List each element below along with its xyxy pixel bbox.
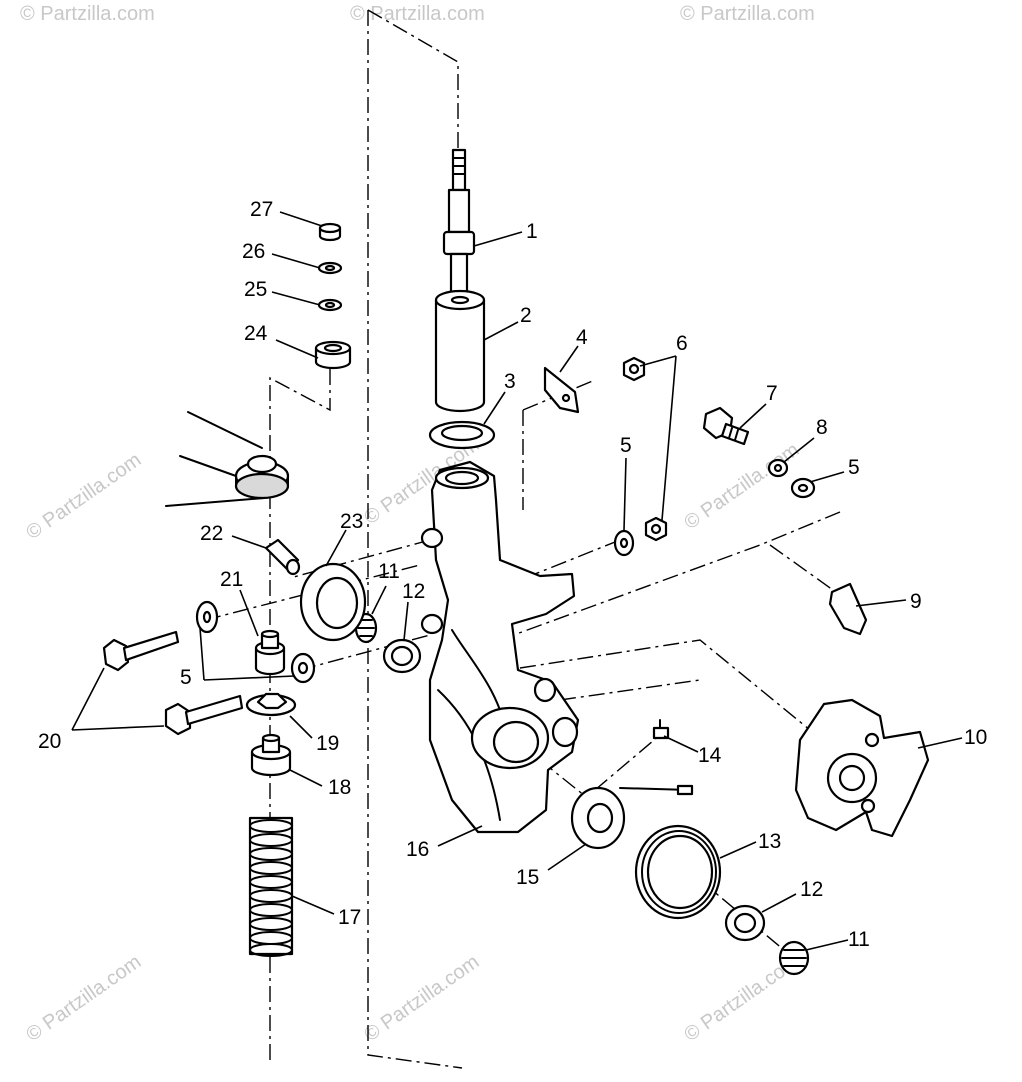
part-11-bearing-lower xyxy=(778,940,810,976)
part-12-race-upper xyxy=(382,638,422,674)
part-4-bracket xyxy=(543,366,580,414)
part-25-washer xyxy=(317,298,343,312)
part-13-ring xyxy=(634,824,722,920)
watermark: © Partzilla.com xyxy=(680,439,803,534)
callout-25: 25 xyxy=(244,278,267,301)
part-5-washer xyxy=(195,600,219,634)
callout-12: 12 xyxy=(402,580,425,603)
part-26-washer xyxy=(317,261,343,275)
part-20-bolt-upper xyxy=(102,630,180,672)
part-14-sensor xyxy=(619,719,694,796)
mount-boss xyxy=(165,411,290,507)
callout-12: 12 xyxy=(800,878,823,901)
part-5-washer xyxy=(613,529,635,557)
watermark: © Partzilla.com xyxy=(22,449,145,544)
part-24-bushing xyxy=(314,340,352,370)
watermark: © Partzilla.com xyxy=(350,3,485,25)
watermark: © Partzilla.com xyxy=(22,951,145,1046)
callout-10: 10 xyxy=(964,726,987,749)
part-15-washer-ring xyxy=(570,786,626,850)
part-1-spindle-stud xyxy=(442,148,476,306)
callout-4: 4 xyxy=(576,326,588,349)
callout-8: 8 xyxy=(816,416,828,439)
watermark: © Partzilla.com xyxy=(20,3,155,25)
callout-5: 5 xyxy=(180,666,192,689)
callout-9: 9 xyxy=(910,590,922,613)
part-17-spring xyxy=(248,816,294,957)
part-21-nut xyxy=(254,629,286,676)
callout-21: 21 xyxy=(220,568,243,591)
callout-13: 13 xyxy=(758,830,781,853)
part-6-nut-lower xyxy=(644,516,668,542)
part-18-bushing xyxy=(250,733,292,777)
part-12-race-lower xyxy=(724,904,766,942)
part-7-bolt xyxy=(702,406,750,446)
callout-3: 3 xyxy=(504,370,516,393)
callout-2: 2 xyxy=(520,304,532,327)
part-9-pad xyxy=(828,582,868,636)
part-6-nut-upper xyxy=(622,356,646,382)
watermark: © Partzilla.com xyxy=(360,951,483,1046)
callout-16: 16 xyxy=(406,838,429,861)
part-2-sleeve xyxy=(434,289,486,413)
callout-26: 26 xyxy=(242,240,265,263)
callout-7: 7 xyxy=(766,382,778,405)
callout-17: 17 xyxy=(338,906,361,929)
callout-11: 11 xyxy=(378,560,400,583)
callout-1: 1 xyxy=(526,220,538,243)
assembly-lines xyxy=(204,9,841,1069)
callout-20: 20 xyxy=(38,730,61,753)
part-27-nut xyxy=(318,222,342,242)
callout-6: 6 xyxy=(676,332,688,355)
callout-11: 11 xyxy=(848,928,870,951)
callout-19: 19 xyxy=(316,732,339,755)
part-8-lock-washer xyxy=(767,458,789,478)
part-23-seal xyxy=(299,562,367,642)
callout-24: 24 xyxy=(244,322,268,345)
callout-14: 14 xyxy=(698,744,722,767)
part-20-bolt-lower xyxy=(164,694,244,736)
callout-5: 5 xyxy=(620,434,632,457)
part-22-fitting xyxy=(264,538,301,576)
callout-22: 22 xyxy=(200,522,223,545)
callout-5: 5 xyxy=(848,456,860,479)
part-16-spindle-housing xyxy=(420,460,580,834)
part-3-seal-ring xyxy=(428,420,496,450)
part-19-flange-nut xyxy=(245,692,297,717)
callout-15: 15 xyxy=(516,866,539,889)
leader-lines xyxy=(71,211,963,951)
callouts: 1 2 3 4 5 6 7 8 5 9 10 11 12 13 14 15 16… xyxy=(38,198,987,951)
part-5-washer xyxy=(290,652,316,684)
watermark: © Partzilla.com xyxy=(680,3,815,25)
callout-23: 23 xyxy=(340,510,363,533)
callout-18: 18 xyxy=(328,776,351,799)
part-5-washer xyxy=(790,477,816,499)
part-10-caliper xyxy=(794,698,930,838)
callout-27: 27 xyxy=(250,198,273,221)
